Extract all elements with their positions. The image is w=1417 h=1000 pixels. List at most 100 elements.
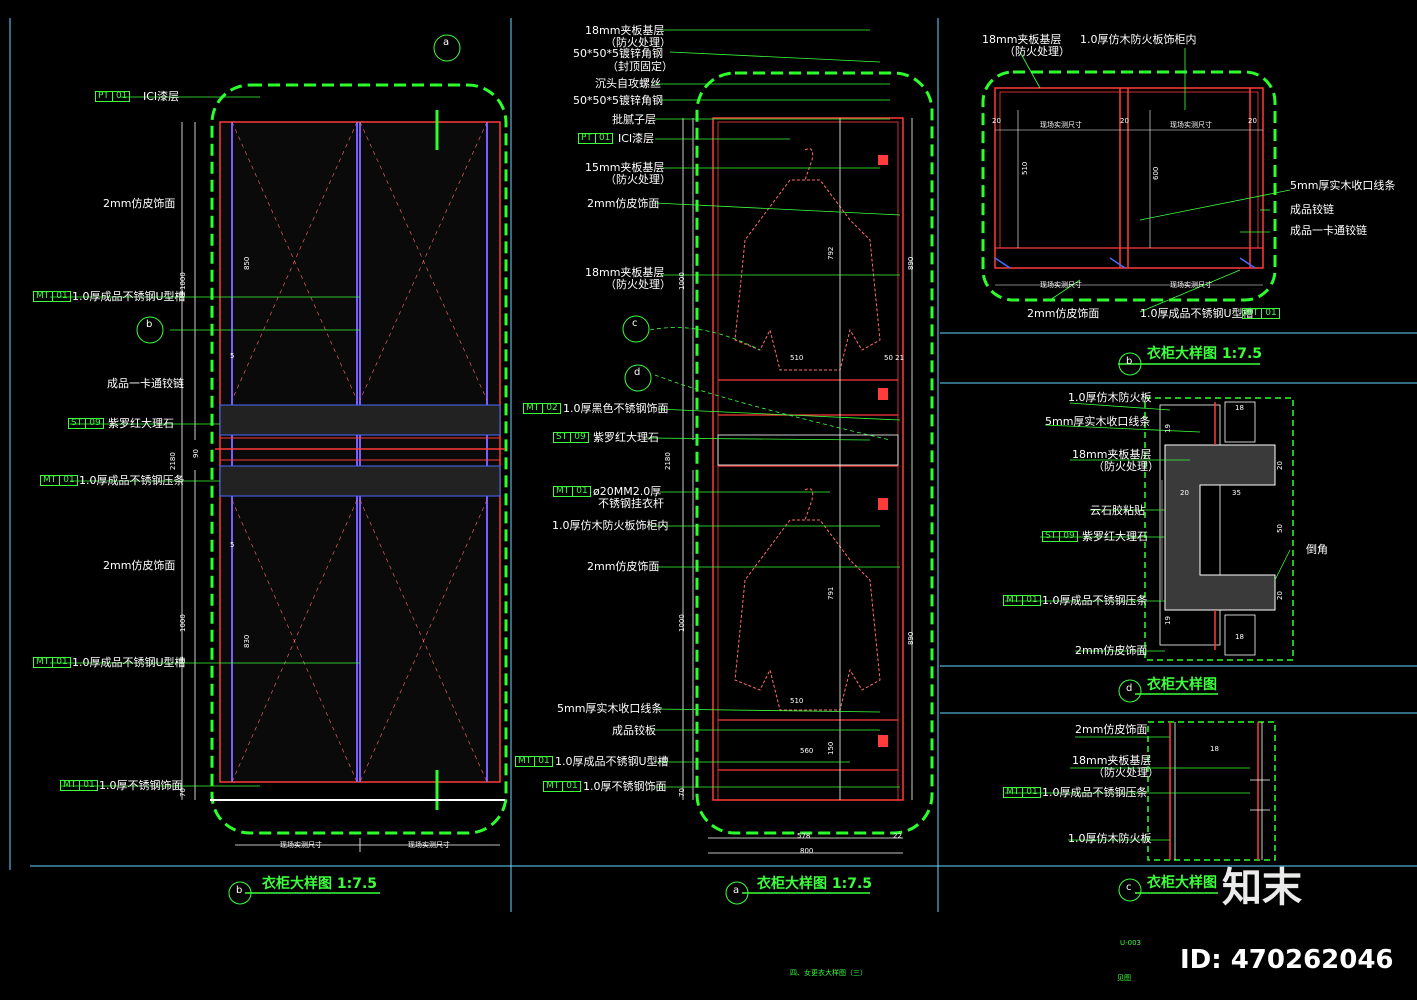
- marker-a-title: a: [733, 885, 740, 896]
- label-left-leather1: 2mm仿皮饰面: [103, 197, 176, 210]
- dim-mid-800: 800: [800, 847, 814, 855]
- label-mr-fire: （防火处理）: [1093, 460, 1159, 473]
- sheet-caption: 四、女更衣大样图（三）: [790, 969, 867, 977]
- dim-mid-70: 70: [678, 788, 686, 797]
- label-mr-fireboard: 1.0厚仿木防火板: [1068, 391, 1152, 404]
- marker-c-title: c: [1126, 882, 1132, 893]
- dim-left-830: 830: [243, 634, 251, 648]
- dim-mr-19a: 19: [1164, 424, 1172, 433]
- dim-left-1000a: 1000: [179, 272, 187, 290]
- label-mid-fireboard: 1.0厚仿木防火板饰柜内: [552, 519, 669, 532]
- middle-section: [646, 29, 934, 854]
- dim-mid-510b: 510: [790, 697, 804, 705]
- dim-mr-18a: 18: [1235, 404, 1244, 412]
- dim-left-5b: 5: [230, 541, 235, 549]
- dim-mid-50-21: 50 21: [884, 354, 905, 362]
- dim-tr-510: 510: [1021, 161, 1029, 175]
- label-br-fire: （防火处理）: [1093, 766, 1159, 779]
- title-left: 衣柜大样图 1:7.5: [262, 876, 378, 892]
- dim-tr-20c: 20: [1248, 117, 1257, 125]
- marker-b-left: b: [146, 319, 153, 330]
- dim-mid-2180: 2180: [664, 452, 672, 470]
- label-mr-ply18: 18mm夹板基层: [1072, 448, 1152, 461]
- dim-mr-19b: 19: [1164, 616, 1172, 625]
- dim-mid-890b: 890: [907, 631, 915, 645]
- hanging-jacket-bottom: [734, 488, 881, 711]
- mid-right-detail: [1005, 397, 1294, 661]
- dim-mr-20c: 20: [1276, 591, 1284, 600]
- label-mid-trim5: 5mm厚实木收口线条: [557, 702, 663, 715]
- label-mr-marble: 紫罗红大理石: [1082, 530, 1148, 543]
- label-mid-angle2: 50*50*5镀锌角钢: [573, 94, 663, 107]
- dim-left-site-a: 现场实测尺寸: [280, 841, 322, 849]
- dim-br-18: 18: [1210, 745, 1219, 753]
- label-mid-ply15: 15mm夹板基层: [585, 161, 665, 174]
- label-mid-u-groove: 1.0厚成品不锈钢U型槽: [555, 755, 669, 768]
- title-middle: 衣柜大样图 1:7.5: [757, 876, 873, 892]
- watermark-logo: 知末: [1222, 865, 1302, 911]
- label-left-u-groove2: 1.0厚成品不锈钢U型槽: [72, 656, 186, 669]
- label-mr-chamfer: 倒角: [1306, 543, 1328, 556]
- top-right-plan: [981, 48, 1291, 313]
- label-tr-ply18: 18mm夹板基层: [982, 33, 1062, 46]
- label-mid-ply18-2: 18mm夹板基层: [585, 266, 665, 279]
- dim-mid-578: 578: [797, 832, 811, 840]
- dim-tr-site-b: 现场实测尺寸: [1170, 121, 1212, 129]
- label-mid-black-ss: 1.0厚黑色不锈钢饰面: [563, 402, 669, 415]
- dim-left-2180: 2180: [169, 452, 177, 470]
- label-tr-fire: （防火处理）: [1004, 45, 1070, 58]
- marker-c-middle: c: [632, 318, 638, 329]
- label-left-marble: 紫罗红大理石: [108, 417, 174, 430]
- dim-mid-792: 792: [827, 246, 835, 260]
- label-left-ss-face: 1.0厚不锈钢饰面: [99, 779, 183, 792]
- label-tr-u-groove: 1.0厚成品不锈钢U型槽: [1140, 307, 1254, 320]
- left-elevation: [50, 83, 508, 852]
- dim-tr-site-a: 现场实测尺寸: [1040, 121, 1082, 129]
- label-mid-fire1: （防火处理）: [605, 36, 671, 49]
- dim-mid-890a: 890: [907, 256, 915, 270]
- label-mid-putty: 批腻子层: [612, 113, 656, 126]
- bottom-right-detail: [1005, 721, 1276, 861]
- label-mid-leather1: 2mm仿皮饰面: [587, 197, 660, 210]
- marker-d-middle: d: [634, 367, 641, 378]
- sheet-frame: [9, 18, 1417, 912]
- dim-mid-560: 560: [800, 747, 814, 755]
- label-left-press-strip: 1.0厚成品不锈钢压条: [79, 474, 185, 487]
- dim-tr-600: 600: [1152, 166, 1160, 180]
- dim-mr-20a: 20: [1180, 489, 1189, 497]
- label-mid-fire3: （防火处理）: [605, 278, 671, 291]
- dim-mid-1000a: 1000: [678, 272, 686, 290]
- label-left-ici: ICI漆层: [143, 90, 180, 103]
- marker-d-title: d: [1126, 683, 1133, 694]
- label-tr-trim5: 5mm厚实木收口线条: [1290, 179, 1396, 192]
- label-mr-leather: 2mm仿皮饰面: [1075, 644, 1148, 657]
- label-tr-leather: 2mm仿皮饰面: [1027, 307, 1100, 320]
- dim-tr-20b: 20: [1120, 117, 1129, 125]
- label-mid-rod1: ø20MM2.0厚: [593, 485, 662, 498]
- hanging-jacket-top: [734, 148, 881, 371]
- label-tr-fireboard: 1.0厚仿木防火板饰柜内: [1080, 33, 1197, 46]
- dim-mid-150: 150: [827, 741, 835, 755]
- marker-b-tr-title: b: [1126, 356, 1133, 367]
- marker-b-title: b: [236, 885, 243, 896]
- dim-mr-35: 35: [1232, 489, 1241, 497]
- dim-mid-791: 791: [827, 586, 835, 600]
- label-mid-screw: 沉头自攻螺丝: [595, 77, 661, 90]
- label-tr-hinge: 成品铰链: [1290, 203, 1334, 216]
- label-mid-marble: 紫罗红大理石: [593, 431, 659, 444]
- label-mr-trim5: 5mm厚实木收口线条: [1045, 415, 1151, 428]
- label-br-press-strip: 1.0厚成品不锈钢压条: [1042, 786, 1148, 799]
